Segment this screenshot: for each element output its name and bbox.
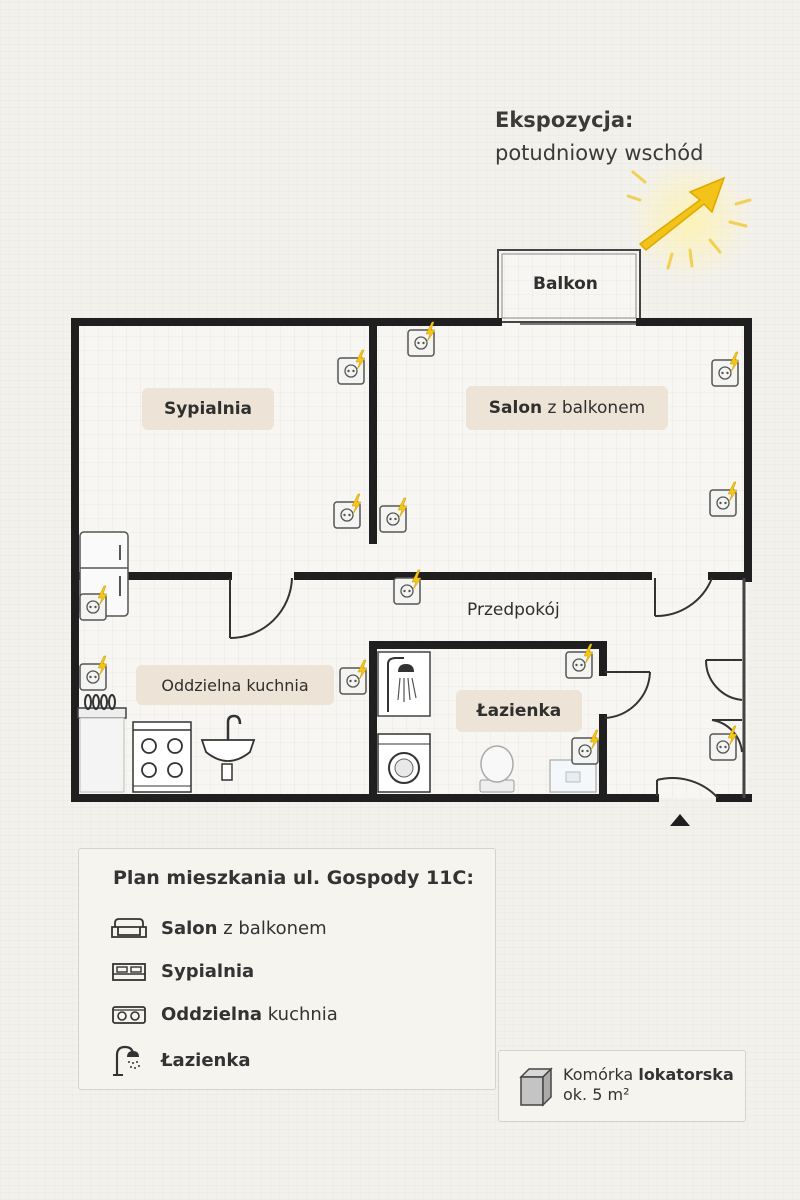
hallway-label: Przedpokój bbox=[467, 600, 560, 620]
legend-title: Plan mieszkania ul. Gospody 11C: bbox=[113, 867, 474, 889]
living-room-label: Salon z balkonem bbox=[466, 386, 668, 430]
electric-outlets bbox=[79, 321, 740, 765]
outlet-icon bbox=[79, 585, 108, 621]
sink-icon bbox=[200, 714, 256, 781]
storage-size: ok. 5 m² bbox=[563, 1085, 630, 1104]
storage-label: Komórka bbox=[563, 1065, 634, 1084]
bathroom-sink-icon bbox=[549, 759, 597, 793]
outlet-icon bbox=[565, 643, 594, 679]
entrance-arrow-icon bbox=[670, 814, 690, 826]
exposure-title: Ekspozycja: bbox=[495, 108, 634, 132]
storage-box-icon bbox=[519, 1067, 553, 1107]
balcony bbox=[497, 249, 641, 325]
stove-icon bbox=[132, 721, 192, 793]
outlet-icon bbox=[709, 481, 738, 517]
legend-item-salon: Salon z balkonem bbox=[111, 915, 327, 941]
legend-panel: Plan mieszkania ul. Gospody 11C: Salon z… bbox=[78, 848, 496, 1090]
sun-arrow-icon bbox=[626, 158, 752, 282]
legend-item-kuchnia: Oddzielna kuchnia bbox=[111, 1001, 338, 1027]
living-room-label-bold: Salon bbox=[488, 398, 543, 418]
storage-text: Komórka lokatorska ok. 5 m² bbox=[563, 1065, 734, 1105]
exposure-info: Ekspozycja: potudniowy wschód bbox=[495, 104, 755, 170]
legend-item-sypialnia: Sypialnia bbox=[111, 958, 254, 984]
bedroom-label: Sypialnia bbox=[142, 388, 274, 430]
balcony-label: Balkon bbox=[533, 274, 598, 294]
toilet-icon bbox=[479, 745, 515, 793]
outlet-icon bbox=[571, 729, 600, 765]
outlet-icon bbox=[393, 569, 422, 605]
sofa-icon bbox=[111, 918, 147, 938]
legend-item-lazienka: Łazienka bbox=[111, 1043, 251, 1077]
shower-icon bbox=[377, 651, 431, 717]
outlet-icon bbox=[339, 659, 368, 695]
shower-icon bbox=[113, 1045, 140, 1076]
storage-label-bold: lokatorska bbox=[638, 1065, 734, 1084]
bathroom-label: Łazienka bbox=[456, 690, 582, 732]
storage-panel: Komórka lokatorska ok. 5 m² bbox=[498, 1050, 746, 1122]
doors bbox=[229, 577, 743, 799]
living-room-label-rest: z balkonem bbox=[547, 398, 646, 418]
outlet-icon bbox=[709, 725, 738, 761]
outlet-icon bbox=[711, 351, 740, 387]
kitchen-label: Oddzielna kuchnia bbox=[136, 665, 334, 705]
stove-icon bbox=[112, 1006, 146, 1024]
exposure-direction: potudniowy wschód bbox=[495, 141, 704, 165]
outlet-icon bbox=[379, 497, 408, 533]
dish-rack-icon bbox=[77, 694, 127, 793]
outlet-icon bbox=[333, 493, 362, 529]
outlet-icon bbox=[407, 321, 436, 357]
outlet-icon bbox=[79, 655, 108, 691]
bed-icon bbox=[112, 963, 146, 981]
washing-machine-icon bbox=[377, 733, 431, 793]
outlet-icon bbox=[337, 349, 366, 385]
